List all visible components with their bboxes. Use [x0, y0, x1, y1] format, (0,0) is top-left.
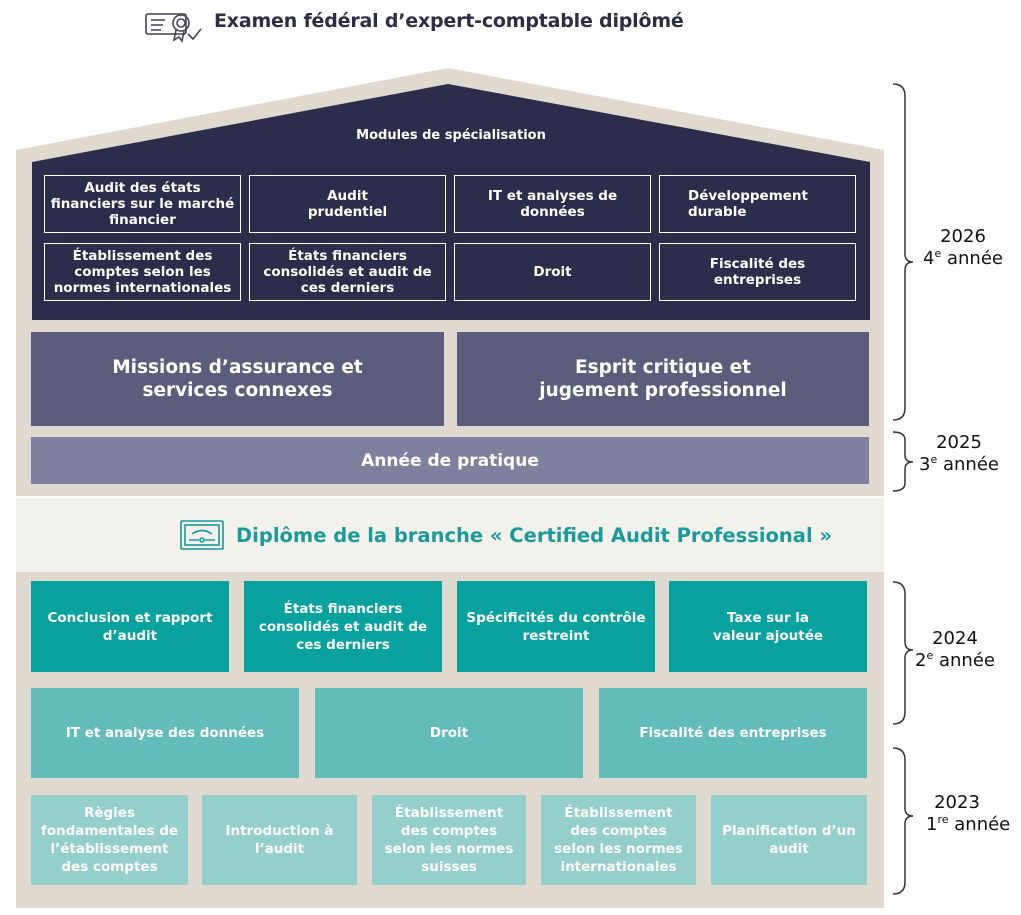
- module-normes-suisses: Établissement des comptes selon les norm…: [372, 795, 526, 885]
- module-it-analyse-donnees: IT et analyse des données: [31, 688, 299, 778]
- diploma-band: [16, 498, 884, 572]
- year-label-2023: 2023 1re année: [926, 792, 1011, 835]
- module-developpement-durable: Développement durable: [659, 175, 856, 233]
- diploma-label: Diplôme de la branche « Certified Audit …: [236, 524, 833, 547]
- specialisation-title: Modules de spécialisation: [356, 128, 546, 143]
- module-controle-restreint: Spécificités du contrôle restreint: [457, 581, 655, 672]
- module-droit-y2: Droit: [315, 688, 583, 778]
- module-tva: Taxe sur la valeur ajoutée: [669, 581, 867, 672]
- module-regles-fondamentales: Règles fondamentales de l’établissement …: [31, 795, 188, 885]
- module-audit-marche-financier: Audit des états financiers sur le marché…: [44, 175, 241, 233]
- module-it-analyses: IT et analyses de données: [454, 175, 651, 233]
- module-normes-internationales: Établissement des comptes selon les norm…: [44, 243, 241, 301]
- core-missions-assurance: Missions d’assurance et services connexe…: [31, 332, 444, 426]
- year-label-2024: 2024 2e année: [915, 628, 995, 671]
- module-etats-financiers-y2: États financiers consolidés et audit de …: [244, 581, 442, 672]
- module-etats-financiers-consolides: États financiers consolidés et audit de …: [249, 243, 446, 301]
- page-title: Examen fédéral d’expert-comptable diplôm…: [214, 10, 684, 32]
- module-introduction-audit: Introduction à l’audit: [202, 795, 357, 885]
- diploma-icon: [180, 520, 224, 550]
- module-audit-prudentiel: Audit prudentiel: [249, 175, 446, 233]
- annee-pratique: Année de pratique: [31, 437, 869, 484]
- certificate-icon: [145, 13, 202, 43]
- module-planification-audit: Planification d’un audit: [711, 795, 867, 885]
- year-label-2025: 2025 3e année: [919, 432, 999, 475]
- core-esprit-critique: Esprit critique et jugement professionne…: [457, 332, 869, 426]
- year-label-2026: 2026 4e année: [923, 226, 1003, 269]
- module-conclusion-rapport: Conclusion et rapport d’audit: [31, 581, 229, 672]
- module-normes-internationales-y1: Établissement des comptes selon les norm…: [541, 795, 696, 885]
- module-fiscalite-y2: Fiscalité des entreprises: [599, 688, 867, 778]
- module-fiscalite: Fiscalité des entreprises: [659, 243, 856, 301]
- module-droit: Droit: [454, 243, 651, 301]
